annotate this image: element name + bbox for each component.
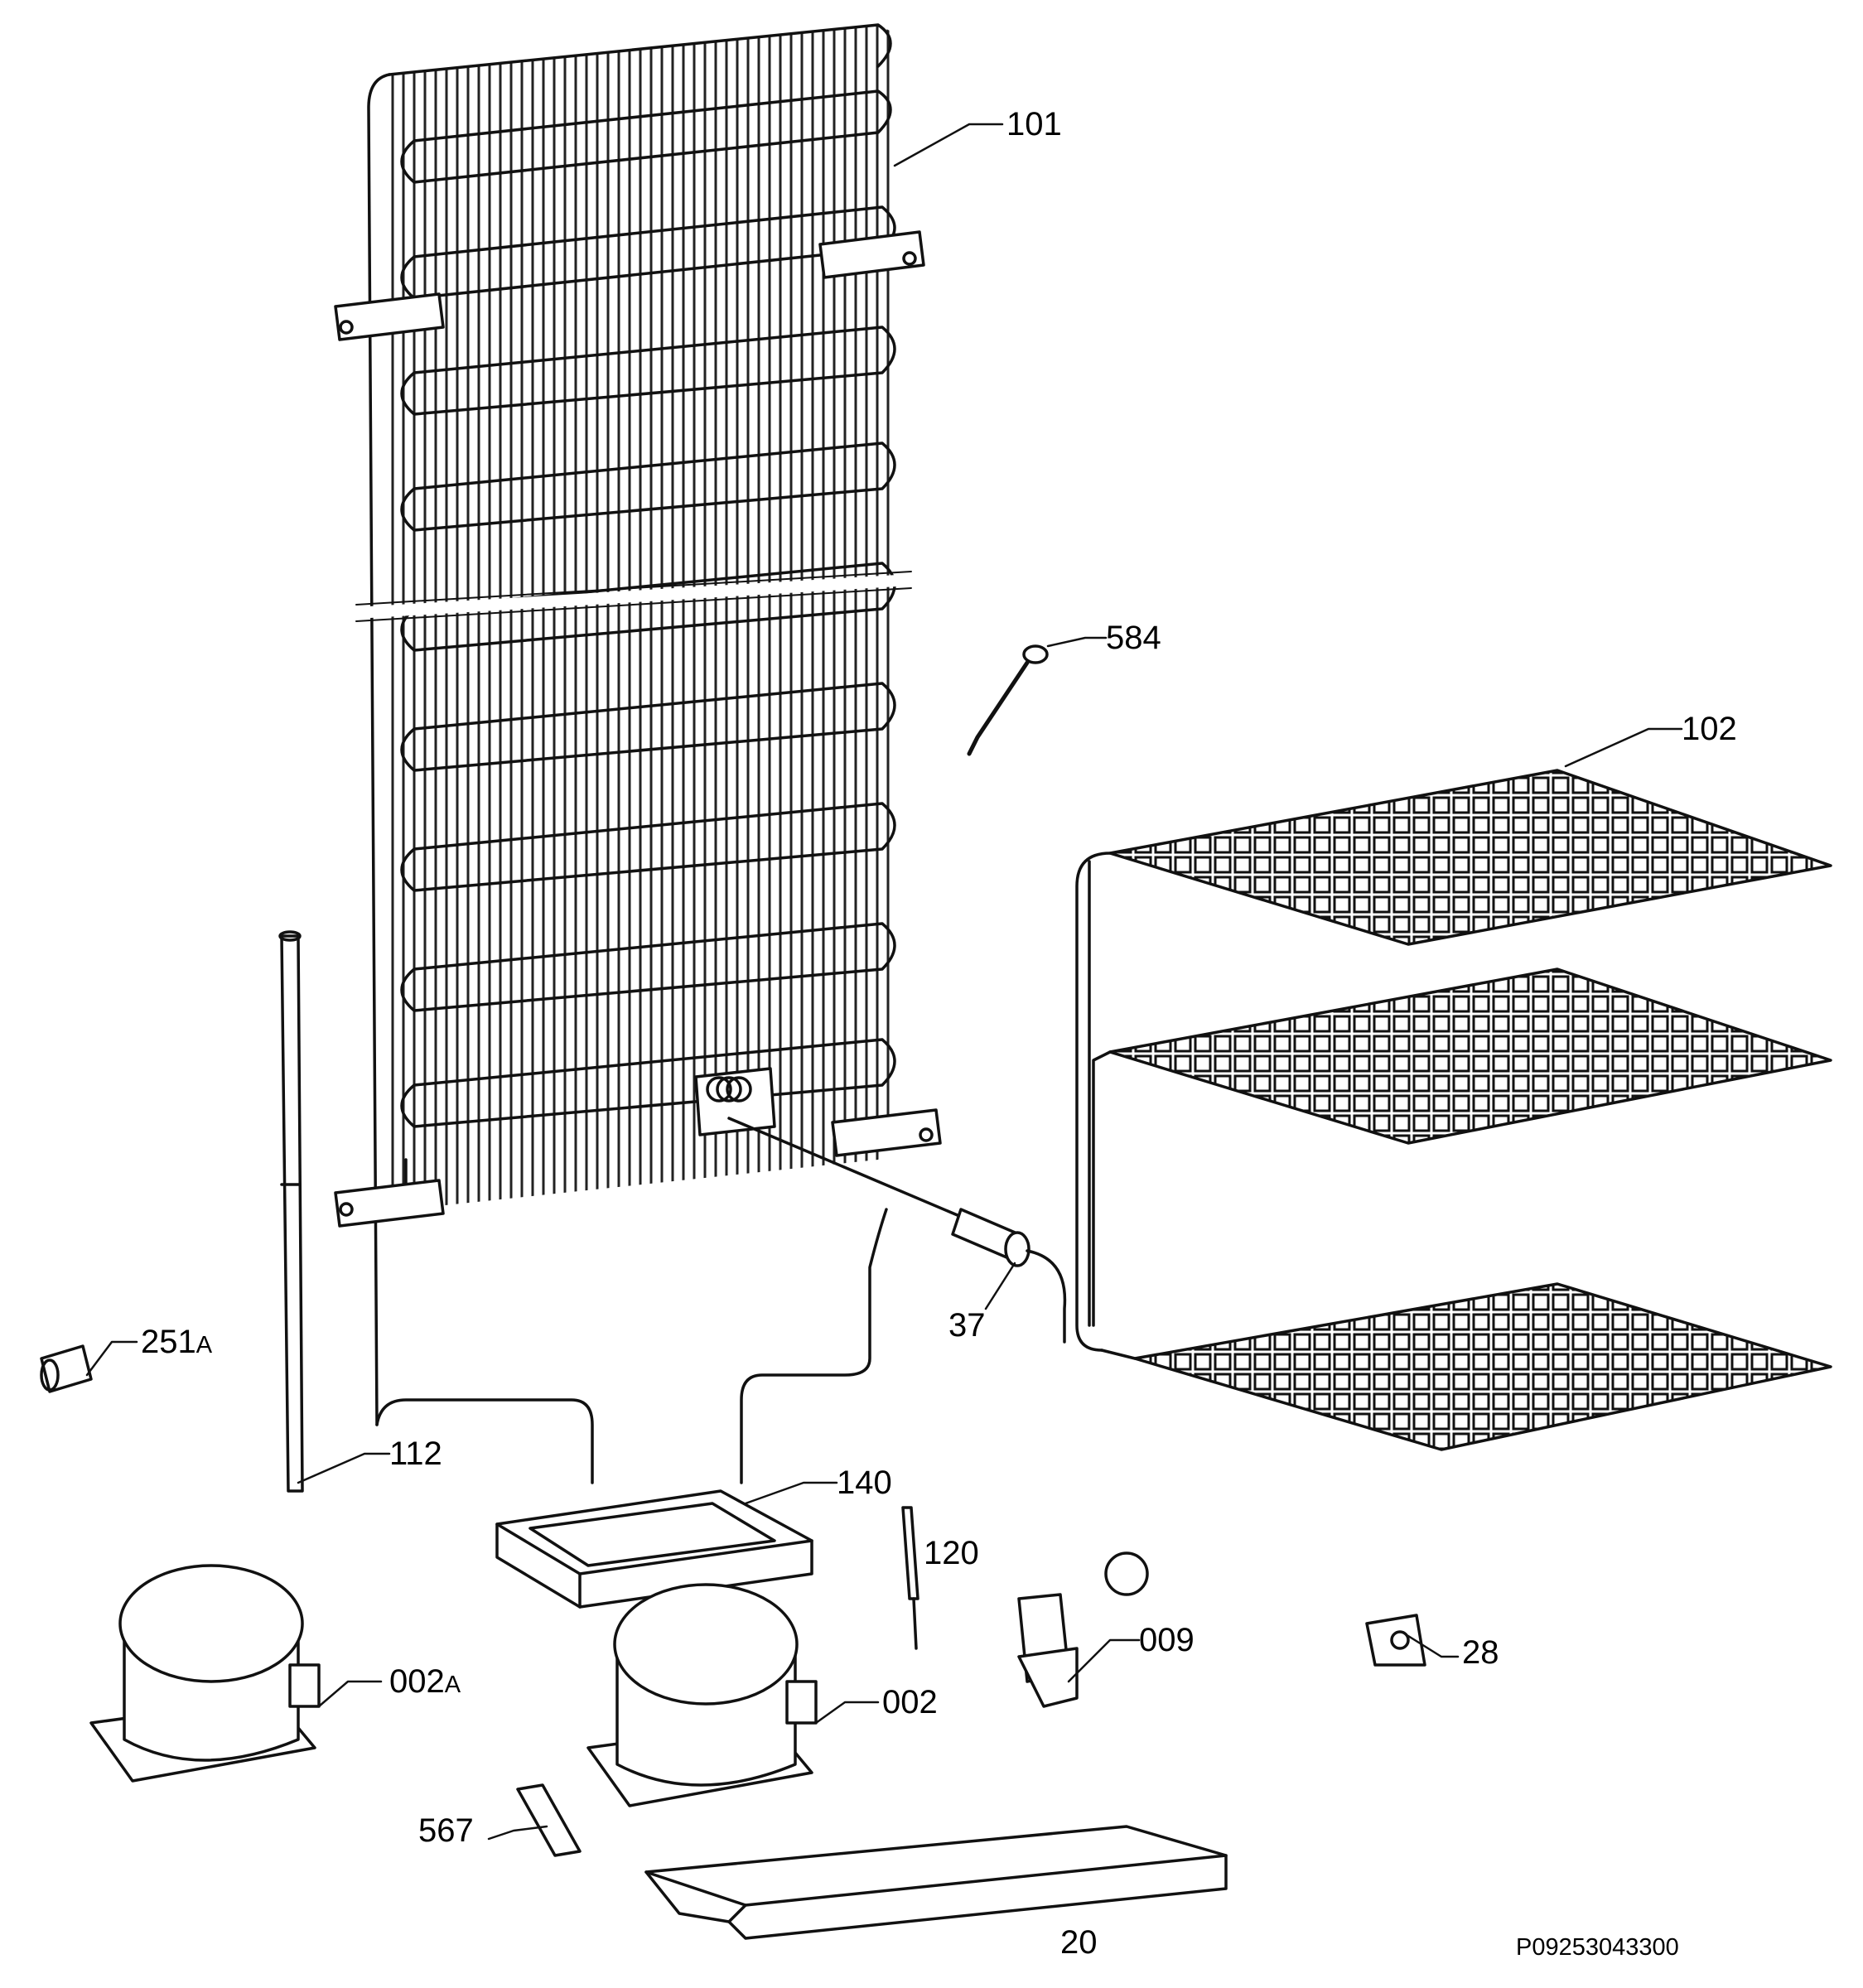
label-120: 120 [924, 1535, 979, 1571]
label-37: 37 [948, 1307, 986, 1344]
label-002: 002 [882, 1684, 938, 1720]
relay-009 [1017, 1551, 1149, 1708]
filter-120 [901, 1506, 919, 1650]
label-101: 101 [1006, 106, 1062, 142]
label-584: 584 [1106, 620, 1161, 656]
rail-20 [644, 1825, 1228, 1940]
clip-584 [967, 644, 1049, 756]
label-009: 009 [1139, 1622, 1195, 1658]
label-102: 102 [1682, 711, 1737, 747]
strip-567 [516, 1783, 582, 1857]
grommet-251a [40, 1344, 93, 1393]
compressor-002a [89, 1564, 321, 1783]
evaporator-102 [1075, 769, 1832, 1451]
drier-37 [727, 1117, 1067, 1344]
compressor-002 [586, 1583, 818, 1807]
leader-lines [85, 123, 1683, 1841]
label-28: 28 [1462, 1634, 1499, 1671]
label-140: 140 [837, 1464, 892, 1501]
condenser-101 [334, 23, 942, 1484]
drawing-code: P09253043300 [1516, 1934, 1679, 1961]
label-567: 567 [418, 1812, 474, 1849]
label-251a-suffix: A [195, 1332, 213, 1358]
tube-112 [278, 930, 304, 1493]
label-251a-number: 251 [141, 1324, 196, 1360]
clip-28 [1365, 1614, 1426, 1667]
label-112: 112 [389, 1436, 442, 1472]
tray-140 [495, 1489, 813, 1609]
label-251a: 251A [141, 1325, 212, 1358]
label-002a: 002A [389, 1665, 461, 1698]
label-002a-suffix: A [444, 1672, 461, 1698]
label-002a-number: 002 [389, 1663, 445, 1700]
label-20: 20 [1060, 1924, 1098, 1961]
